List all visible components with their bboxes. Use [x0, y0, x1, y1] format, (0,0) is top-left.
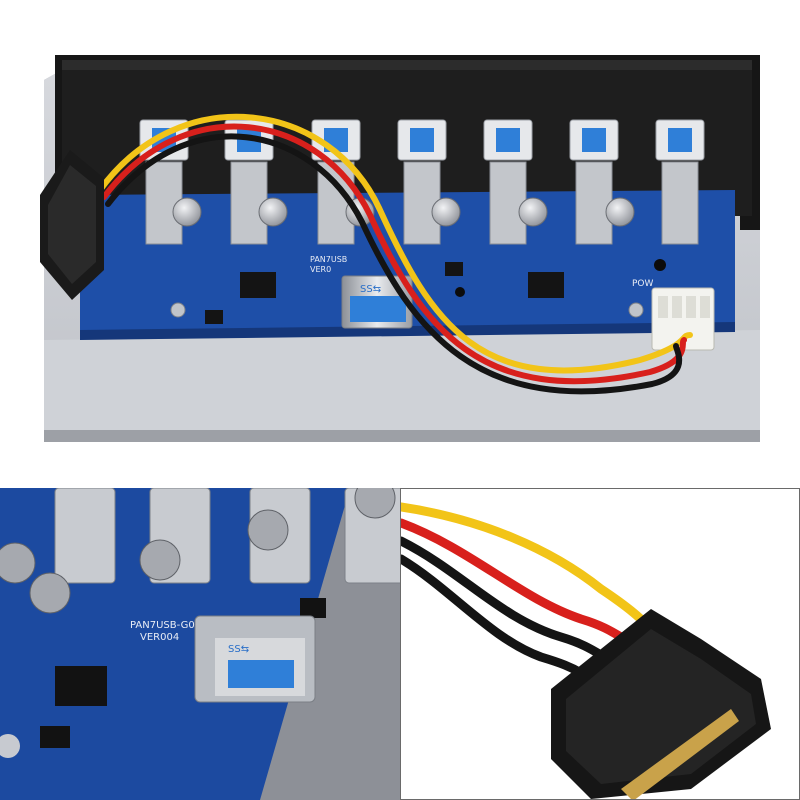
closeup-capacitor [247, 509, 289, 551]
controller-chip [528, 272, 564, 298]
closeup-regulator-chip [300, 598, 326, 618]
closeup-capacitor [139, 539, 181, 581]
mounting-screw [170, 302, 186, 318]
usb-port-tongue [410, 128, 434, 152]
closeup-controller-chip [55, 666, 107, 706]
usb-port-tongue [496, 128, 520, 152]
closeup-usb-symbol: SS⇆ [228, 644, 249, 655]
pcb-version-label: VER0 [310, 265, 331, 274]
capacitor [258, 197, 288, 227]
closeup-capacitor [0, 542, 36, 584]
usb-port-shell [230, 161, 268, 245]
usb-port-shell [489, 161, 527, 245]
capacitor [431, 197, 461, 227]
regulator-chip [445, 262, 463, 276]
capacitor [172, 197, 202, 227]
usb-port-tongue [668, 128, 692, 152]
sata-plug-closeup [551, 609, 771, 799]
pcb-closeup-photo: PAN7USB-G0 VER004 SS⇆ [0, 488, 400, 800]
internal-usb3-port: SS⇆ [341, 275, 413, 329]
sata-gold-contacts [621, 709, 739, 799]
mounting-hole [455, 287, 465, 297]
closeup-capacitor [354, 488, 396, 519]
closeup-usb-port [54, 488, 116, 584]
closeup-internal-usb3-port [194, 615, 316, 703]
closeup-capacitors [0, 488, 396, 614]
regulator-chip [205, 310, 223, 324]
usb-port-shell [403, 161, 441, 245]
closeup-screw [0, 734, 20, 758]
pcb-power-label: POW [632, 279, 654, 289]
closeup-usb-ports [54, 488, 400, 584]
closeup-version-label: VER004 [140, 632, 179, 643]
closeup-model-label: PAN7USB-G0 [130, 620, 195, 631]
sata-cable-photo [400, 488, 800, 800]
main-product-photo: PAN7USB VER0 POW SS⇆ [40, 55, 760, 442]
inductor [654, 259, 666, 271]
controller-chip [240, 272, 276, 298]
sata-power-plug [40, 150, 104, 300]
pcb-model-label: PAN7USB [310, 255, 347, 264]
usb-port-shell [575, 161, 613, 245]
mounting-screw [628, 302, 644, 318]
usb-port-tongue [582, 128, 606, 152]
capacitor [518, 197, 548, 227]
cable-wires [401, 502, 654, 678]
capacitor [605, 197, 635, 227]
usb-port-shell [661, 161, 699, 245]
usb-symbol-label: SS⇆ [360, 284, 381, 295]
closeup-small-chip [40, 726, 70, 748]
closeup-capacitor [29, 572, 71, 614]
power-cable [97, 113, 693, 395]
